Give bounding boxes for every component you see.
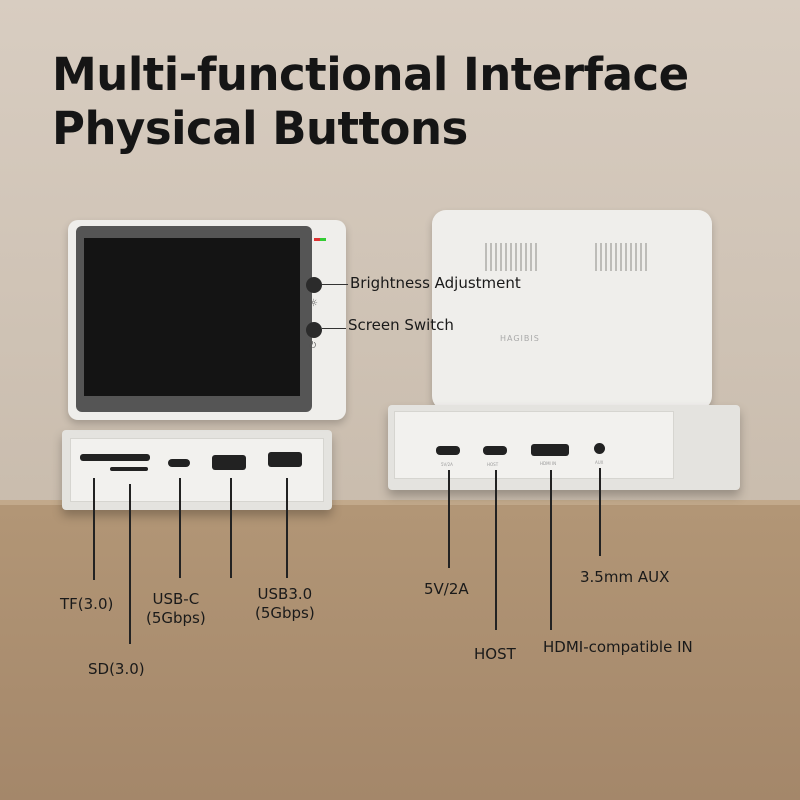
shelf-edge <box>0 500 800 508</box>
hdmi-label: HDMI-compatible IN <box>543 638 693 656</box>
sd-slot <box>110 467 148 471</box>
leader-line <box>179 478 181 578</box>
host-port <box>483 446 507 455</box>
vent-right <box>595 243 647 271</box>
status-led <box>314 238 326 241</box>
power-icon: ⏻ <box>309 341 317 351</box>
leader-line <box>322 284 348 285</box>
front-device-base <box>62 430 332 510</box>
leader-line <box>93 478 95 580</box>
leader-line <box>495 470 497 630</box>
leader-line <box>550 470 552 630</box>
hdmi-port <box>531 444 569 456</box>
tf-label: TF(3.0) <box>60 595 114 613</box>
sun-icon: ☼ <box>309 298 318 309</box>
screen-switch-knob[interactable] <box>306 322 322 338</box>
usb3-label: USB3.0 (5Gbps) <box>255 585 315 622</box>
port-print: HOST <box>487 462 499 467</box>
usb3-port-2 <box>268 452 302 467</box>
sd-label: SD(3.0) <box>88 660 145 678</box>
tf-slot <box>80 454 150 461</box>
brand-logo: HAGIBIS <box>500 334 540 343</box>
leader-line <box>448 470 450 568</box>
port-print: AUX <box>595 460 604 465</box>
back-device-body <box>432 210 712 410</box>
power-label: 5V/2A <box>424 580 469 598</box>
leader-line <box>129 484 131 644</box>
host-label: HOST <box>474 645 516 663</box>
port-print: HDMI IN <box>540 461 557 466</box>
usb3-port-1 <box>212 455 246 470</box>
leader-line <box>599 468 601 556</box>
aux-jack <box>594 443 605 454</box>
brightness-label: Brightness Adjustment <box>350 274 521 292</box>
usb-c-port <box>168 459 190 467</box>
screen-switch-label: Screen Switch <box>348 316 454 334</box>
vent-left <box>485 243 537 271</box>
shelf <box>0 505 800 800</box>
aux-label: 3.5mm AUX <box>580 568 670 586</box>
screen <box>84 238 300 396</box>
power-port <box>436 446 460 455</box>
usb-c-label: USB-C (5Gbps) <box>146 590 206 627</box>
leader-line <box>322 328 346 329</box>
leader-line <box>230 478 232 578</box>
brightness-knob[interactable] <box>306 277 322 293</box>
port-print: 5V/2A <box>441 462 453 467</box>
leader-line <box>286 478 288 578</box>
